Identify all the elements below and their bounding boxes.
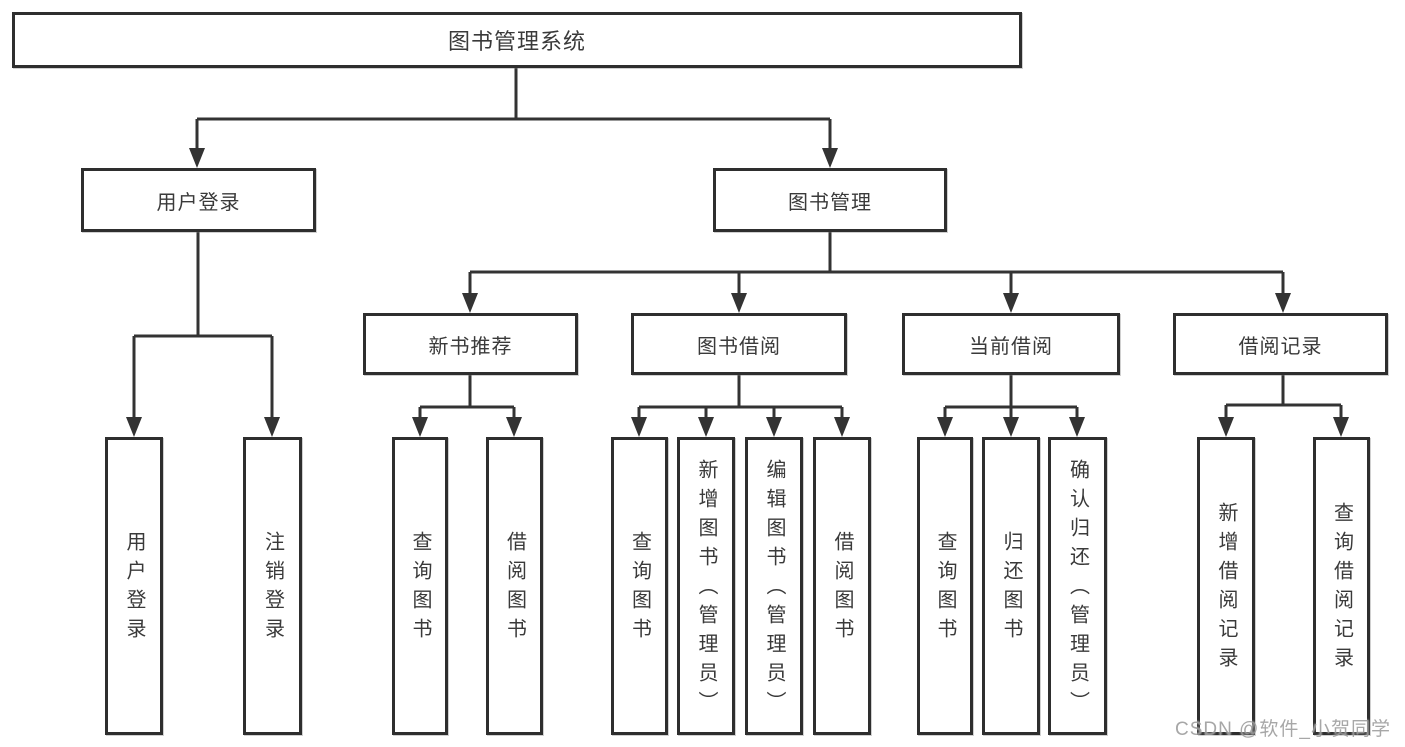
node-login: 用户登录 — [105, 437, 163, 735]
arrowhead-icon — [1218, 417, 1234, 437]
node-br-add-record: 新增借阅记录 — [1197, 437, 1255, 735]
node-nbr-borrow-books: 借阅图书 — [486, 437, 543, 735]
node-book-borrow: 图书借阅 — [631, 313, 847, 375]
arrowhead-icon — [1069, 417, 1085, 437]
arrowhead-icon — [264, 417, 280, 437]
node-bb-add-books: 新增图书（管理员） — [677, 437, 735, 735]
node-bb-query-books: 查询图书 — [611, 437, 668, 735]
arrowhead-icon — [1003, 293, 1019, 313]
arrowhead-icon — [731, 293, 747, 313]
arrowhead-icon — [1333, 417, 1349, 437]
node-user-login: 用户登录 — [81, 168, 316, 232]
node-bb-edit-books: 编辑图书（管理员） — [745, 437, 803, 735]
node-borrow-records: 借阅记录 — [1173, 313, 1388, 375]
arrowhead-icon — [631, 417, 647, 437]
arrowhead-icon — [1003, 417, 1019, 437]
node-bb-borrow-books: 借阅图书 — [813, 437, 871, 735]
node-current-borrow: 当前借阅 — [902, 313, 1120, 375]
node-nbr-query-books: 查询图书 — [392, 437, 448, 735]
node-cb-return-books: 归还图书 — [982, 437, 1040, 735]
node-book-mgmt: 图书管理 — [713, 168, 947, 232]
node-cb-confirm-return: 确认归还（管理员） — [1048, 437, 1107, 735]
node-new-book-rec: 新书推荐 — [363, 313, 578, 375]
arrowhead-icon — [766, 417, 782, 437]
arrowhead-icon — [189, 148, 205, 168]
arrowhead-icon — [822, 148, 838, 168]
arrowhead-icon — [506, 417, 522, 437]
arrowhead-icon — [937, 417, 953, 437]
arrowhead-icon — [698, 417, 714, 437]
arrowhead-icon — [1275, 293, 1291, 313]
node-root: 图书管理系统 — [12, 12, 1022, 68]
arrowhead-icon — [462, 293, 478, 313]
node-br-query-record: 查询借阅记录 — [1313, 437, 1370, 735]
watermark: CSDN @软件_小贺同学 — [1175, 719, 1391, 740]
arrowhead-icon — [834, 417, 850, 437]
node-logout: 注销登录 — [243, 437, 302, 735]
arrowhead-icon — [126, 417, 142, 437]
node-cb-query-books: 查询图书 — [917, 437, 973, 735]
arrowhead-icon — [412, 417, 428, 437]
